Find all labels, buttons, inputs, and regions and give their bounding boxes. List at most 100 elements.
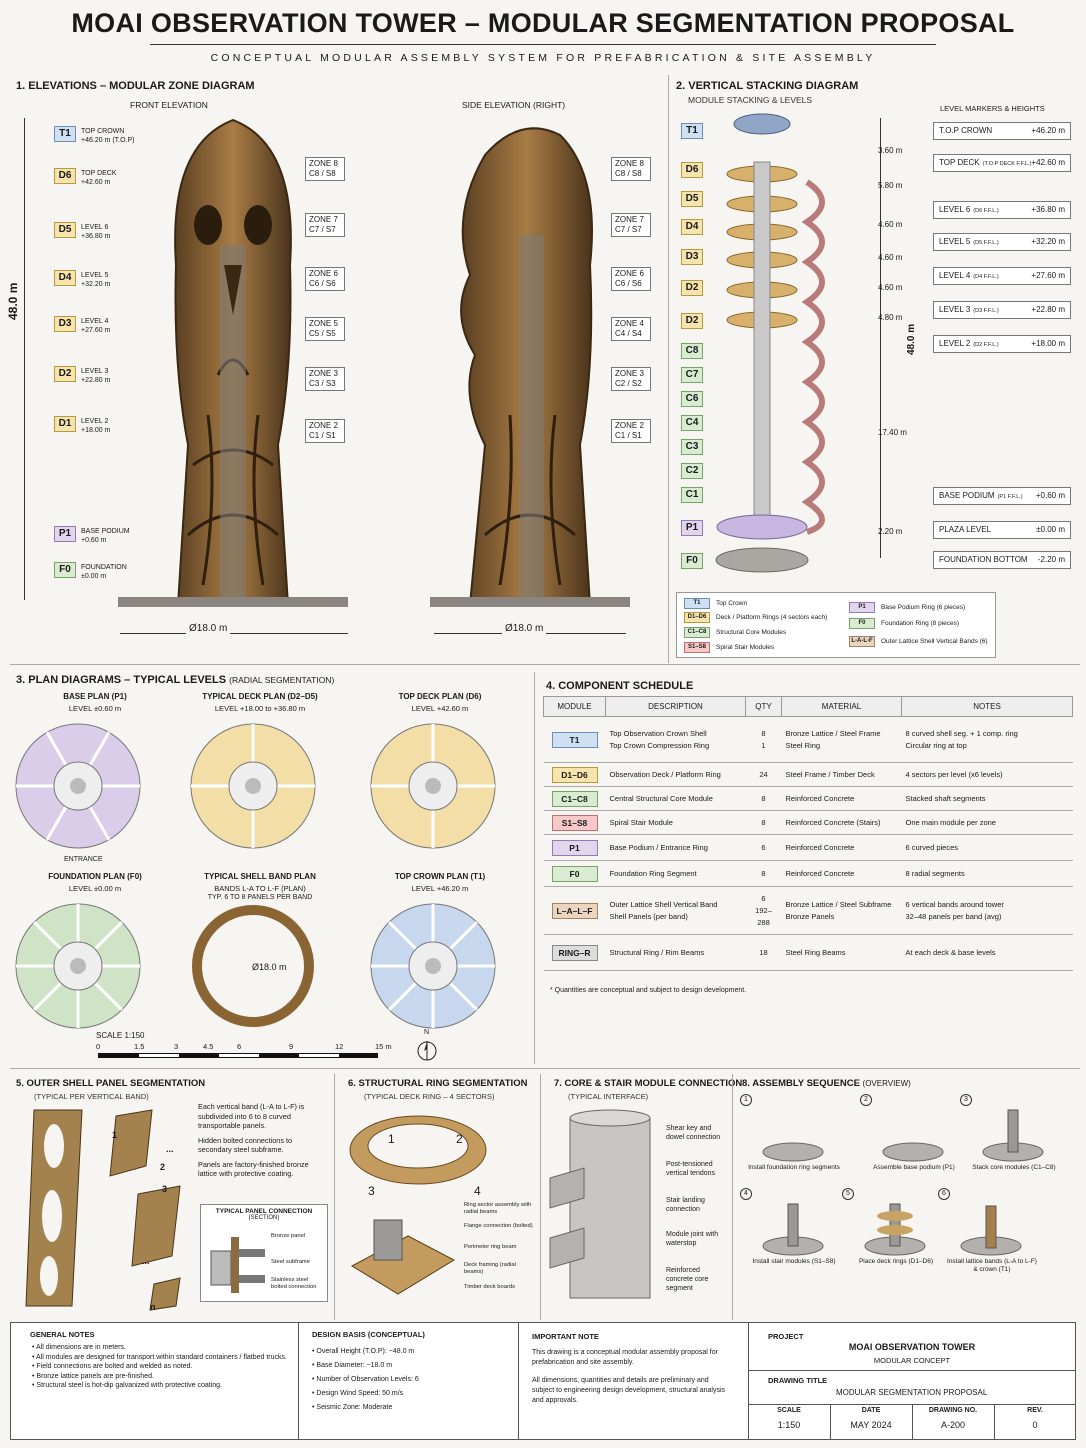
level-height: +36.80 m (81, 233, 111, 240)
marker-name: FOUNDATION BOTTOM (939, 555, 1028, 564)
level-height: +32.20 m (81, 281, 111, 288)
page-subtitle: CONCEPTUAL MODULAR ASSEMBLY SYSTEM FOR P… (210, 52, 876, 64)
zone-name: ZONE 6 (615, 269, 644, 278)
schedule-module-tag: RING–R (551, 944, 598, 961)
divider-s7 (732, 1074, 733, 1320)
step-text: Install foundation ring segments (748, 1164, 840, 1171)
marker-value: +18.00 m (1031, 339, 1065, 348)
schedule-line: Reinforced Concrete (Stairs) (785, 817, 881, 827)
step-drawing (864, 1203, 926, 1256)
plan-title: BASE PLAN (P1) (63, 692, 127, 701)
ring-detail-drawing (350, 1219, 456, 1295)
design-basis-title: DESIGN BASIS (CONCEPTUAL) (312, 1330, 425, 1339)
marker-sub: (T.O.P DECK F.F.L.) (982, 161, 1032, 167)
level-name: LEVEL 2 (81, 418, 109, 425)
plan-drawing (15, 903, 141, 1029)
panel-note: Hidden bolted connections to secondary s… (198, 1135, 293, 1155)
level-tag: F0 (54, 562, 76, 578)
scale-tick: 6 (237, 1042, 242, 1051)
scale-tick: 12 (335, 1042, 344, 1051)
zone-name: ZONE 8 (309, 159, 338, 168)
schedule-cell: 18 (745, 934, 782, 971)
step-text: Place deck rings (D1–D6) (858, 1258, 934, 1265)
core-stair-drawing (549, 1109, 651, 1299)
scale-tick: 3 (174, 1042, 179, 1051)
general-note: • Field connections are bolted and welde… (32, 1363, 193, 1371)
ring-segmentation-drawing (349, 1115, 487, 1185)
ring-detail-label: Flange connection (bolted) (464, 1223, 533, 1229)
zone-name: ZONE 3 (309, 369, 338, 378)
level-marker: FOUNDATION BOTTOM -2.20 m (933, 551, 1071, 569)
design-basis-item: • Number of Observation Levels: 6 (312, 1376, 419, 1383)
marker-name: PLAZA LEVEL (939, 525, 992, 534)
project-sub: MODULAR CONCEPT (873, 1356, 951, 1365)
level-name: LEVEL 6 (81, 224, 109, 231)
core-stair-label: Reinforced concrete core segment (666, 1267, 709, 1292)
general-note: • Structural steel is hot-dip galvanized… (32, 1382, 222, 1390)
core-stair-label: Shear key and dowel connection (666, 1125, 721, 1141)
schedule-cell: Steel Frame / Timber Deck (781, 762, 902, 787)
title-block-label: DRAWING NO. (928, 1407, 978, 1414)
title-block-divider (994, 1404, 995, 1440)
step-drawing (762, 1203, 824, 1256)
divider-vertical-2 (534, 672, 535, 1064)
ring-detail-label: Ring sector assembly with radial beams (464, 1202, 532, 1215)
marker-value: +36.80 m (1031, 205, 1065, 214)
schedule-line: Central Structural Core Module (609, 793, 713, 803)
plan-level: LEVEL +46.20 m (411, 884, 469, 893)
legend-text: Deck / Platform Rings (4 sectors each) (716, 614, 828, 621)
level-markers-title: LEVEL MARKERS & HEIGHTS (940, 104, 1045, 113)
legend-tag: P1 (849, 602, 875, 613)
schedule-line: Reinforced Concrete (785, 842, 855, 852)
marker-name: LEVEL 6 (939, 205, 971, 214)
level-text: LEVEL 4+27.60 m (81, 317, 110, 335)
level-tag: D3 (54, 316, 76, 332)
schedule-line: 32–48 panels per band (avg) (905, 911, 1002, 921)
zone-modules: C2 / S2 (615, 379, 642, 388)
level-height: +18.00 m (81, 427, 111, 434)
plan-level: BANDS L-A TO L-F (PLAN) (214, 884, 306, 893)
stack-dim: 3.60 m (878, 146, 903, 155)
level-height: ±0.00 m (81, 573, 107, 580)
schedule-cell: 8 (745, 860, 782, 887)
schedule-line: Spiral Stair Module (609, 817, 673, 827)
level-text: TOP DECK+42.60 m (81, 169, 117, 187)
important-note-line: All dimensions, quantities and details a… (532, 1377, 726, 1404)
marker-value: -2.20 m (1037, 555, 1065, 564)
plan-level: LEVEL ±0.60 m (68, 704, 122, 713)
shell-panel-drawing (25, 1109, 181, 1311)
schedule-line: Structural Ring / Rim Beams (609, 947, 705, 957)
marker-name: LEVEL 3 (939, 305, 971, 314)
divider-horizontal-2 (10, 1068, 1080, 1069)
section-5-subtitle: (TYPICAL PER VERTICAL BAND) (34, 1092, 149, 1101)
level-marker: LEVEL 3(D3 F.F.L.)+22.80 m (933, 301, 1071, 319)
title-block-value: MAY 2024 (850, 1420, 892, 1430)
side-elevation-drawing (430, 127, 630, 607)
zone-name: ZONE 2 (615, 421, 644, 430)
title-block-label: SCALE (777, 1407, 801, 1414)
schedule-line: 8 (761, 728, 766, 738)
divider-s6 (540, 1074, 541, 1320)
ring-sector-number: 2 (456, 1132, 463, 1146)
legend-text: Foundation Ring (8 pieces) (881, 620, 960, 627)
schedule-cell: 6 curved pieces (901, 834, 1073, 861)
level-marker: LEVEL 2(D2 F.F.L.)+18.00 m (933, 335, 1071, 353)
level-tag: T1 (54, 126, 76, 142)
plan-drawing (192, 905, 314, 1027)
page-title: MOAI OBSERVATION TOWER – MODULAR SEGMENT… (71, 8, 1015, 38)
plan-level: LEVEL +42.60 m (411, 704, 469, 713)
level-marker: T.O.P CROWN+46.20 m (933, 122, 1071, 140)
schedule-header: NOTES (901, 696, 1073, 717)
level-text: LEVEL 3+22.80 m (81, 367, 110, 385)
